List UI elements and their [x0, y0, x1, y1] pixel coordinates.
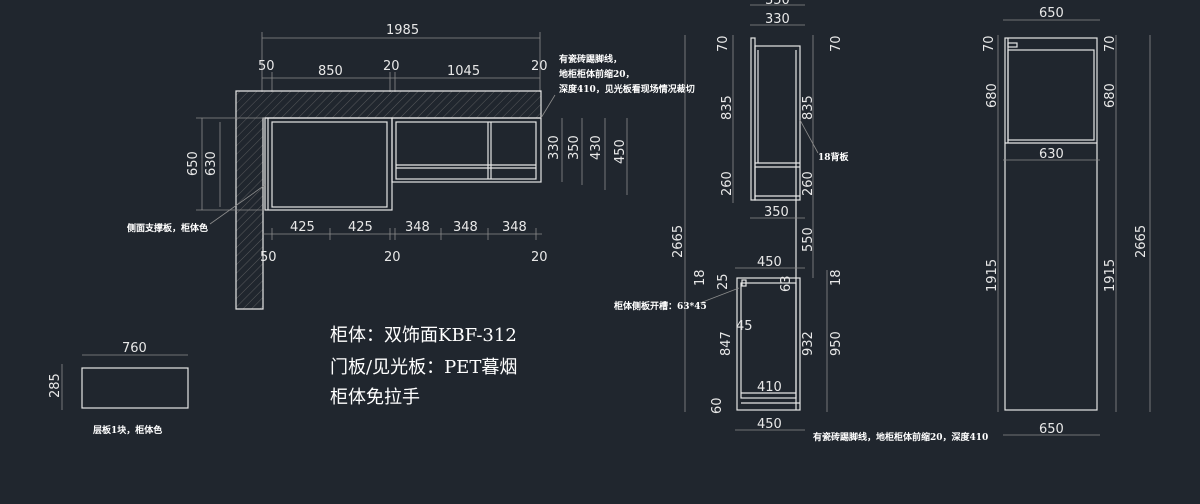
spec-line-1: 柜体：双饰面KBF-312	[330, 325, 517, 346]
dim-left-2: 630	[204, 151, 219, 176]
dim-847: 847	[719, 331, 734, 356]
shelf-height: 285	[48, 373, 63, 398]
elev-l-1: 70	[982, 35, 997, 52]
dim-top-5: 20	[531, 59, 548, 74]
dim-gap: 550	[801, 227, 816, 252]
dim-sec-l-2: 835	[720, 95, 735, 120]
dim-top-3: 20	[383, 59, 400, 74]
dim-right-950: 950	[829, 331, 844, 356]
back-panel-note: 18背板	[818, 151, 850, 163]
dim-gap-2: 20	[384, 250, 401, 265]
dim-overall: 1985	[386, 23, 419, 38]
dim-gap-1: 50	[260, 250, 277, 265]
dim-lower-top: 450	[757, 255, 782, 270]
elevation-view: 650 630 70 680 1915 70 680 1915 2665 650	[982, 6, 1151, 437]
dim-top-2: 850	[318, 64, 343, 79]
elev-r-1: 70	[1103, 35, 1118, 52]
dim-18: 18	[693, 269, 708, 286]
wall-hatch	[235, 90, 542, 310]
dim-left-1: 650	[186, 151, 201, 176]
elev-l-2: 680	[985, 83, 1000, 108]
dim-25: 25	[716, 273, 731, 290]
dim-lower-bottom: 450	[757, 417, 782, 432]
dim-bottom-5: 348	[502, 220, 527, 235]
elev-inner-width: 630	[1039, 147, 1064, 162]
dim-right-1: 330	[547, 135, 562, 160]
dim-410: 410	[757, 380, 782, 395]
dim-bottom-4: 348	[453, 220, 478, 235]
dim-bottom-2: 425	[348, 220, 373, 235]
elev-l-3: 1915	[985, 259, 1000, 292]
note-top-3: 深度410，见光板看现场情况裁切	[559, 83, 695, 95]
dim-mid-width: 350	[764, 205, 789, 220]
shelf-detail: 760 285 层板1块，柜体色	[48, 341, 189, 436]
note-top-1: 有瓷砖踢脚线，	[559, 53, 622, 65]
plan-view: 1985 50 850 20 1045 20 425 425 348 348 3…	[127, 23, 695, 310]
dim-63: 63	[779, 275, 794, 292]
dim-sec-r-1: 70	[829, 35, 844, 52]
dim-sec-l-3: 260	[720, 171, 735, 196]
shelf-width: 760	[122, 341, 147, 356]
dim-right-18: 18	[829, 269, 844, 286]
dim-top-4: 1045	[447, 64, 480, 79]
shelf-note: 层板1块，柜体色	[93, 424, 162, 436]
spec-line-2: 门板/见光板：PET暮烟	[330, 357, 517, 378]
elev-bottom-width: 650	[1039, 422, 1064, 437]
elev-top-width: 650	[1039, 6, 1064, 21]
dim-right-3: 430	[589, 135, 604, 160]
elev-total: 2665	[1134, 225, 1149, 258]
dim-gap-3: 20	[531, 250, 548, 265]
slot-note: 柜体侧板开槽：63*45	[613, 300, 707, 312]
dim-sec-l-1: 70	[716, 35, 731, 52]
bottom-note: 有瓷砖踢脚线，地柜柜体前缩20，深度410	[813, 431, 988, 443]
dim-total-height: 2665	[671, 225, 686, 258]
dim-top-1: 50	[258, 59, 275, 74]
elev-r-3: 1915	[1103, 259, 1118, 292]
elev-r-2: 680	[1103, 83, 1118, 108]
note-top-2: 地柜柜体前缩20，	[559, 68, 635, 80]
dim-45: 45	[736, 319, 753, 334]
dim-right-2: 350	[567, 135, 582, 160]
dim-section-top: 330	[765, 12, 790, 27]
dim-sec-r-3: 260	[801, 171, 816, 196]
spec-notes: 柜体：双饰面KBF-312 门板/见光板：PET暮烟 柜体免拉手	[330, 325, 517, 408]
dim-bottom-1: 425	[290, 220, 315, 235]
dim-top-cut: 350	[765, 0, 790, 8]
dim-sec-r-2: 835	[801, 95, 816, 120]
section-view: 350 330 70 835 260 70 835 260 18背板 350 5…	[613, 0, 988, 443]
dim-60: 60	[710, 397, 725, 414]
dim-bottom-3: 348	[405, 220, 430, 235]
spec-line-3: 柜体免拉手	[330, 387, 420, 408]
dim-932: 932	[801, 331, 816, 356]
dim-right-4: 450	[613, 139, 628, 164]
note-side-panel: 侧面支撑板，柜体色	[127, 222, 208, 234]
